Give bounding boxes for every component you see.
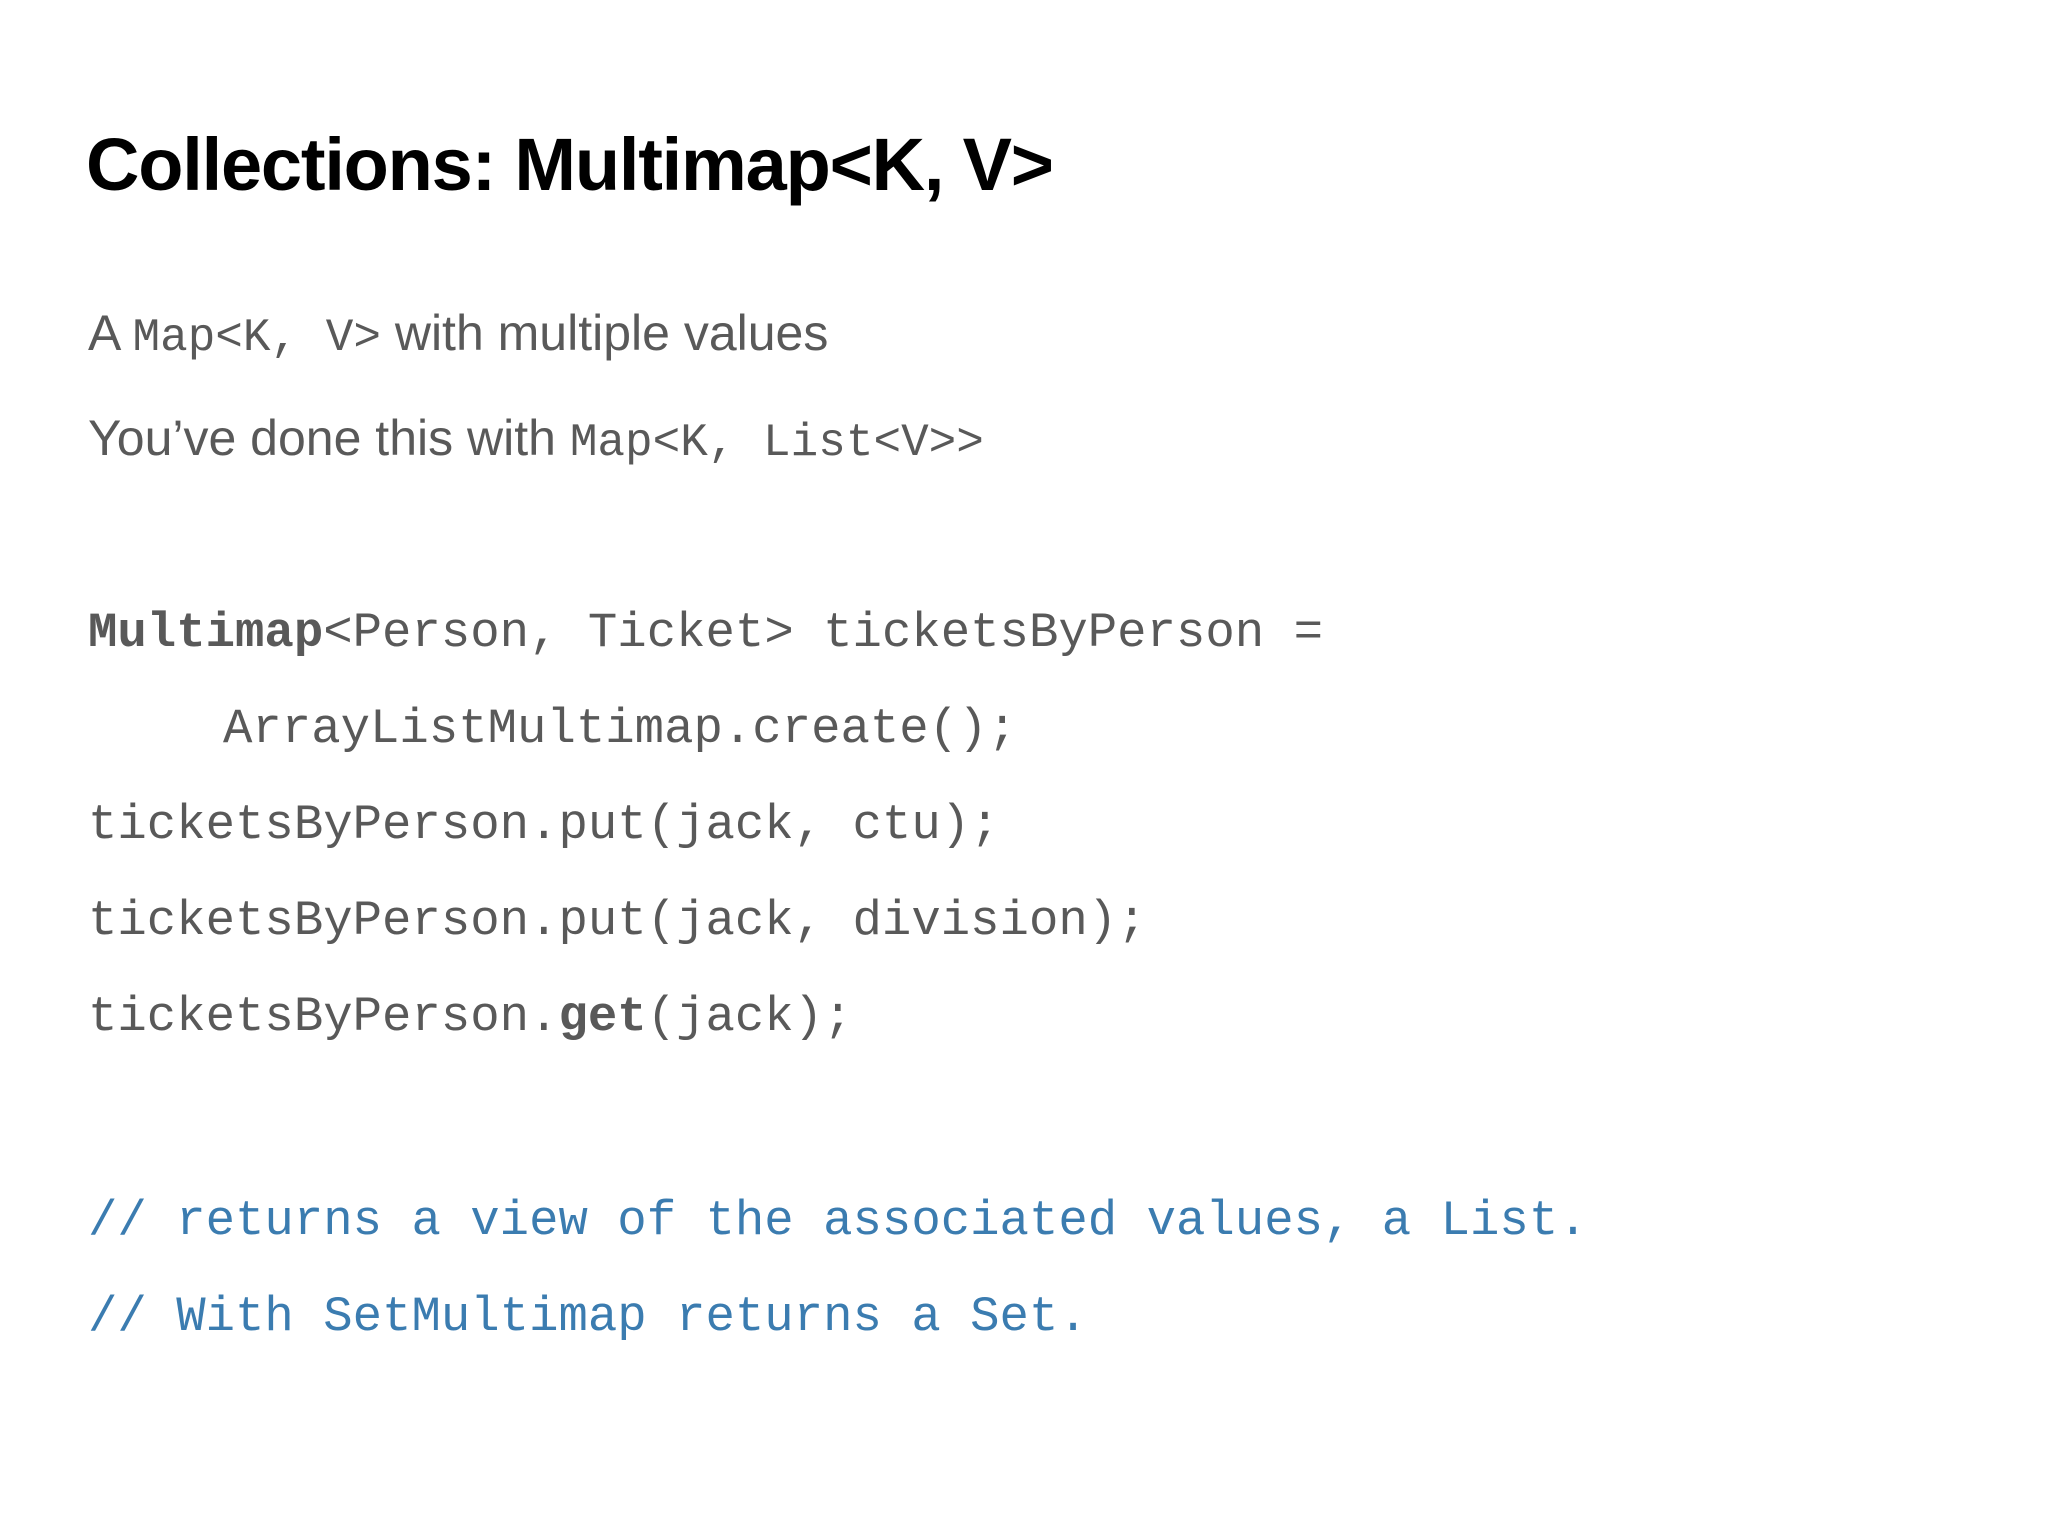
code-line-declaration-rest: <Person, Ticket> ticketsByPerson = xyxy=(323,605,1324,661)
code-line-put-ctu: ticketsByPerson.put(jack, ctu); xyxy=(88,797,1000,853)
comment-block: // returns a view of the associated valu… xyxy=(88,1173,1988,1365)
code-keyword-multimap: Multimap xyxy=(88,605,324,661)
prose-line-2: You’ve done this with Map<K, List<V>> xyxy=(88,388,1968,493)
code-line-get: ticketsByPerson.get(jack); xyxy=(88,969,1988,1065)
code-line-get-before: ticketsByPerson. xyxy=(88,989,559,1045)
prose-line-1-code-map: Map<K, V> xyxy=(132,312,381,364)
prose-line-1: A Map<K, V> with multiple values xyxy=(88,283,1968,388)
page-title: Collections: Multimap<K, V> xyxy=(86,122,1054,206)
prose-line-1-text-before: A xyxy=(88,305,133,361)
code-line-get-after: (jack); xyxy=(646,989,853,1045)
code-block: Multimap<Person, Ticket> ticketsByPerson… xyxy=(88,585,1988,1065)
code-line-declaration: Multimap<Person, Ticket> ticketsByPerson… xyxy=(88,585,1988,681)
code-keyword-get: get xyxy=(558,989,647,1045)
prose-block: A Map<K, V> with multiple values You’ve … xyxy=(88,283,1968,493)
code-line-create: ArrayListMultimap.create(); xyxy=(223,701,1017,757)
prose-line-2-code-map-list: Map<K, List<V>> xyxy=(569,417,984,469)
code-line-put-division: ticketsByPerson.put(jack, division); xyxy=(88,893,1147,949)
prose-line-2-text-before: You’ve done this with xyxy=(88,410,570,466)
prose-line-1-text-after: with multiple values xyxy=(380,305,829,361)
comment-line-returns-view: // returns a view of the associated valu… xyxy=(88,1193,1588,1249)
comment-line-setmultimap: // With SetMultimap returns a Set. xyxy=(88,1289,1088,1345)
